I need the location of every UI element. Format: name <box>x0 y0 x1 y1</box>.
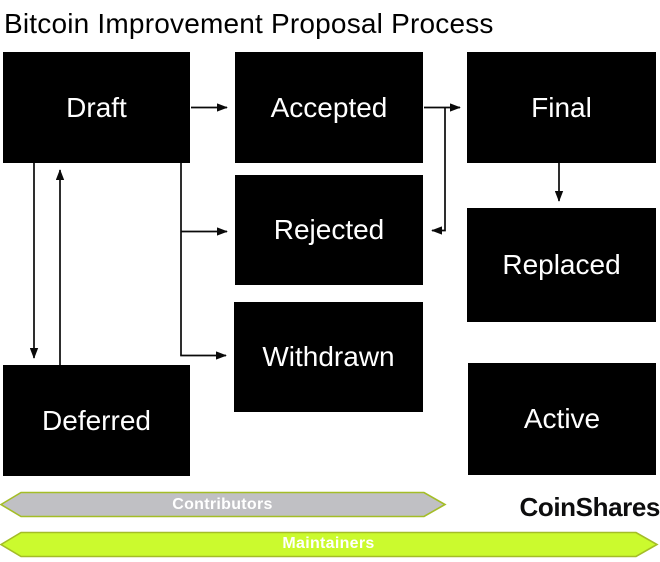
coinshares-logo: CoinShares <box>519 492 660 522</box>
node-final-label: Final <box>531 91 592 123</box>
node-active: Active <box>468 363 656 475</box>
node-final: Final <box>467 52 656 163</box>
node-draft: Draft <box>3 52 190 163</box>
node-replaced-label: Replaced <box>502 249 621 280</box>
node-rejected: Rejected <box>235 175 423 285</box>
page-title: Bitcoin Improvement Proposal Process <box>4 8 494 39</box>
node-rejected-label: Rejected <box>273 214 385 245</box>
arrow-accepted-to-rejected <box>431 108 446 235</box>
node-withdrawn-label: Withdrawn <box>262 341 395 372</box>
maintainers-banner-shape <box>0 531 659 558</box>
maintainers-banner-label: Maintainers <box>282 535 375 552</box>
node-draft-label: Draft <box>66 91 127 123</box>
contributors-banner-shape <box>0 491 447 518</box>
node-withdrawn: Withdrawn <box>234 302 423 412</box>
node-deferred-label: Deferred <box>42 404 151 436</box>
node-active-label: Active <box>523 403 601 434</box>
node-replaced: Replaced <box>467 208 656 322</box>
node-accepted-label: Accepted <box>270 91 388 123</box>
node-deferred: Deferred <box>3 365 190 476</box>
contributors-banner-label: Contributors <box>172 496 273 513</box>
node-accepted: Accepted <box>235 52 423 163</box>
